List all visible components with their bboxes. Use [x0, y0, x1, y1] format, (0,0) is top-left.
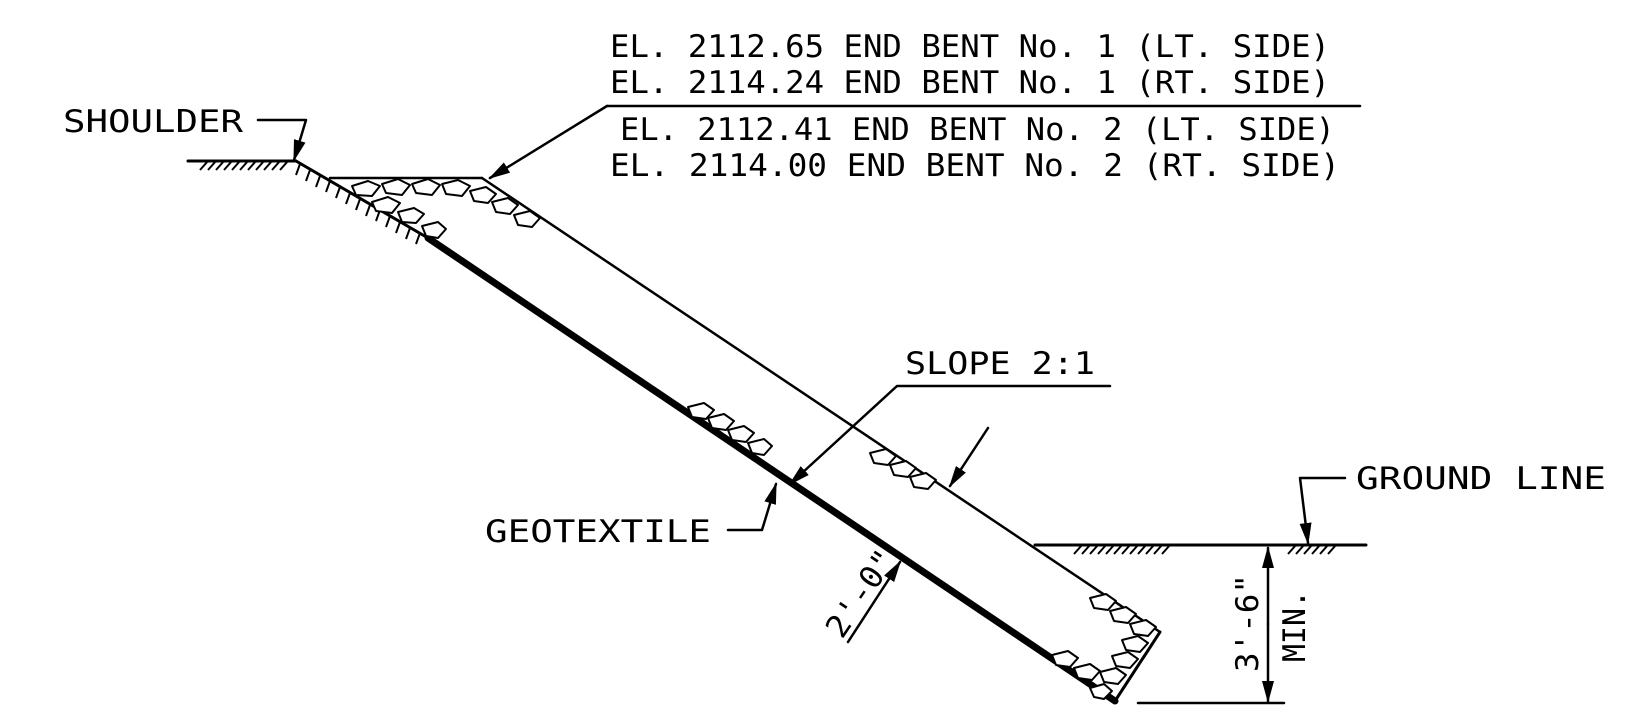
elevation-note-2: EL. 2114.24 END BENT No. 1 (RT. SIDE): [610, 65, 1330, 101]
existing-slope: [294, 159, 430, 245]
ground-hatch-left: [1073, 544, 1171, 555]
thickness-dimension-text: 2'-0": [819, 543, 904, 644]
geotextile-line: [424, 234, 1119, 705]
geotextile-leader-line: [726, 482, 778, 532]
riprap-section: [328, 176, 1162, 705]
riprap-surface-line: [480, 176, 1162, 634]
elevation-leader-line: [488, 104, 609, 180]
ground-hatch-right: [1287, 544, 1337, 555]
elevation-note-4: EL. 2114.00 END BENT No. 2 (RT. SIDE): [610, 148, 1340, 184]
shoulder-group: SHOULDER: [63, 104, 308, 171]
elevation-note-1: EL. 2112.65 END BENT No. 1 (LT. SIDE): [610, 29, 1330, 65]
riprap-rocks: [351, 178, 1157, 700]
ground-line-group: GROUND LINE: [1033, 461, 1606, 555]
riprap-toe-line: [1113, 630, 1162, 703]
ground-line-label: GROUND LINE: [1356, 461, 1606, 497]
slope-leader-line: [788, 384, 1112, 486]
depth-min-text: MIN.: [1277, 590, 1313, 662]
shoulder-ground-hatch: [199, 160, 289, 171]
slope-label: SLOPE 2:1: [905, 346, 1095, 382]
geotextile-callout: GEOTEXTILE: [485, 482, 778, 550]
elevation-note-3: EL. 2112.41 END BENT No. 2 (LT. SIDE): [620, 112, 1335, 148]
slope-callout: SLOPE 2:1: [788, 346, 1112, 486]
depth-dimension: 3'-6" MIN.: [1136, 546, 1313, 705]
elevation-notes: EL. 2112.65 END BENT No. 1 (LT. SIDE) EL…: [488, 29, 1362, 184]
geotextile-label: GEOTEXTILE: [485, 514, 711, 550]
ground-line-leader: [1298, 476, 1347, 545]
shoulder-label: SHOULDER: [63, 104, 243, 140]
depth-dimension-text: 3'-6": [1230, 574, 1266, 672]
shoulder-leader-line: [256, 118, 308, 162]
